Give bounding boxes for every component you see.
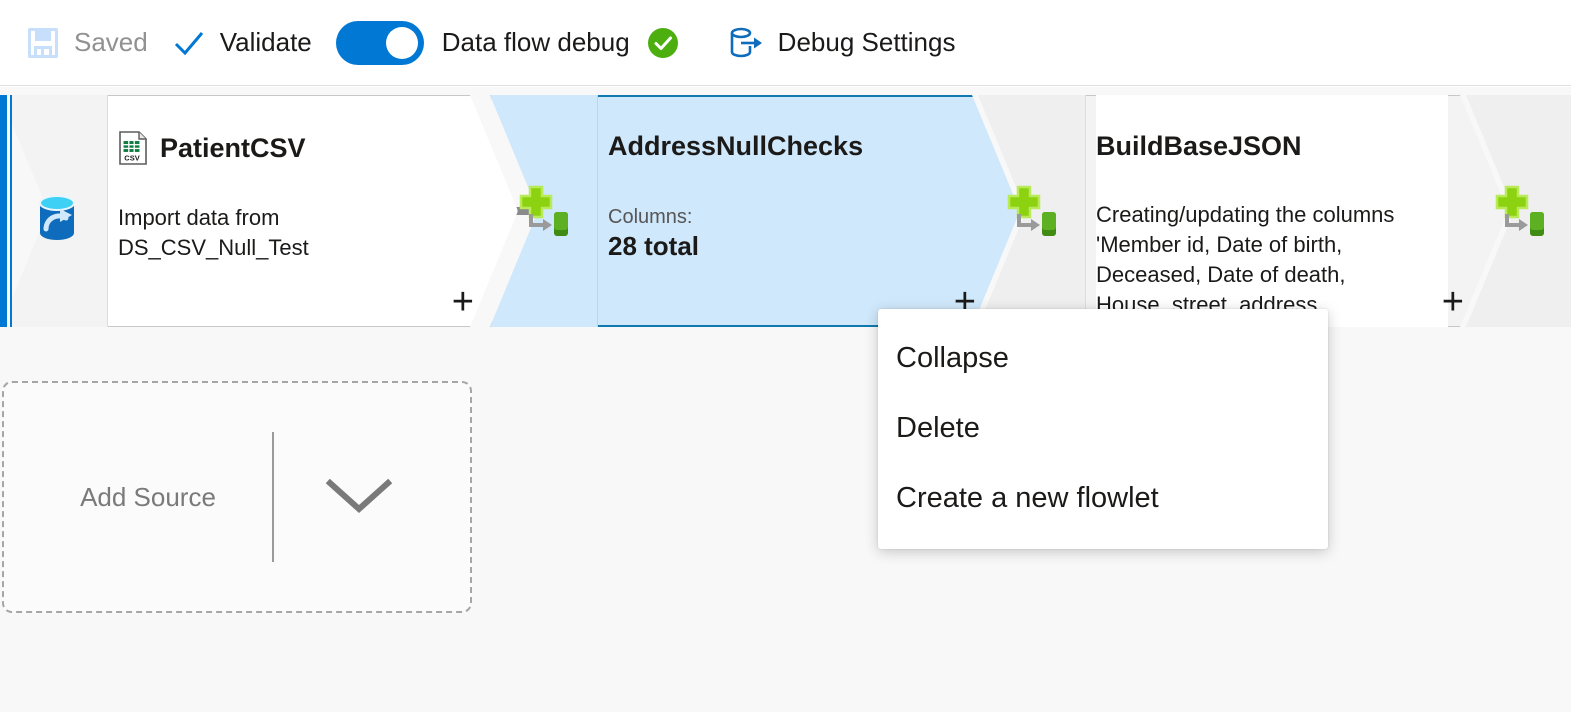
context-menu-item-delete[interactable]: Delete: [896, 411, 980, 444]
graph-node-patientcsv[interactable]: CSV PatientCSV Import data from DS_CSV_N…: [0, 95, 518, 327]
node-title: PatientCSV: [160, 132, 306, 163]
chevron-down-icon[interactable]: [274, 473, 394, 522]
add-source-button[interactable]: Add Source: [2, 381, 472, 613]
graph-node-partial[interactable]: [1466, 95, 1571, 327]
graph-node-addressnullchecks[interactable]: AddressNullChecks Columns: 28 total +: [490, 95, 1020, 327]
node-add-button[interactable]: +: [451, 281, 474, 323]
checkmark-icon: [172, 26, 206, 60]
svg-text:CSV: CSV: [124, 154, 139, 163]
derived-column-icon: [518, 183, 580, 239]
node-content: CSV PatientCSV Import data from DS_CSV_N…: [118, 95, 458, 327]
node-description: Creating/updating the columns 'Member id…: [1096, 202, 1395, 317]
graph-node-buildbasejson[interactable]: BuildBaseJSON Creating/updating the colu…: [978, 95, 1508, 327]
data-flow-debug-toggle[interactable]: [335, 20, 424, 65]
node-content: BuildBaseJSON Creating/updating the colu…: [1096, 95, 1448, 327]
add-source-label: Add Source: [80, 481, 216, 512]
data-flow-debug-group: Data flow debug: [324, 14, 690, 72]
toolbar: Saved Validate Data flow debug: [0, 0, 1571, 86]
node-columns-value: 28 total: [608, 231, 700, 261]
validate-button[interactable]: Validate: [160, 14, 324, 72]
toggle-knob: [385, 26, 418, 59]
context-menu-item-collapse[interactable]: Collapse: [896, 341, 1009, 374]
node-context-menu[interactable]: Collapse Delete Create a new flowlet: [878, 309, 1328, 549]
validate-label: Validate: [219, 27, 312, 57]
csv-file-icon: CSV: [118, 131, 148, 165]
node-content: AddressNullChecks Columns: 28 total: [608, 95, 960, 327]
node-description: Import data from DS_CSV_Null_Test: [118, 205, 309, 260]
derived-column-icon: [1006, 183, 1068, 239]
debug-settings-label: Debug Settings: [777, 27, 956, 57]
node-columns-label: Columns:: [608, 206, 693, 228]
derived-column-icon: [1494, 183, 1556, 239]
node-add-button[interactable]: +: [1441, 281, 1464, 323]
database-export-icon: [726, 24, 764, 62]
add-source-divider: [271, 432, 274, 562]
save-button[interactable]: Saved: [14, 14, 160, 72]
dataflow-graph: CSV PatientCSV Import data from DS_CSV_N…: [0, 95, 1571, 327]
dataflow-canvas[interactable]: CSV PatientCSV Import data from DS_CSV_N…: [0, 87, 1571, 712]
node-title: BuildBaseJSON: [1096, 131, 1302, 161]
debug-settings-button[interactable]: Debug Settings: [714, 14, 968, 72]
context-menu-item-create-flowlet[interactable]: Create a new flowlet: [896, 481, 1159, 514]
data-flow-debug-label: Data flow debug: [441, 27, 630, 57]
green-check-badge-icon: [647, 27, 678, 58]
node-title: AddressNullChecks: [608, 131, 864, 161]
node-selection-bar: [0, 95, 12, 327]
save-floppy-icon: [26, 26, 60, 60]
source-database-icon: [30, 191, 84, 245]
save-label: Saved: [74, 27, 148, 57]
